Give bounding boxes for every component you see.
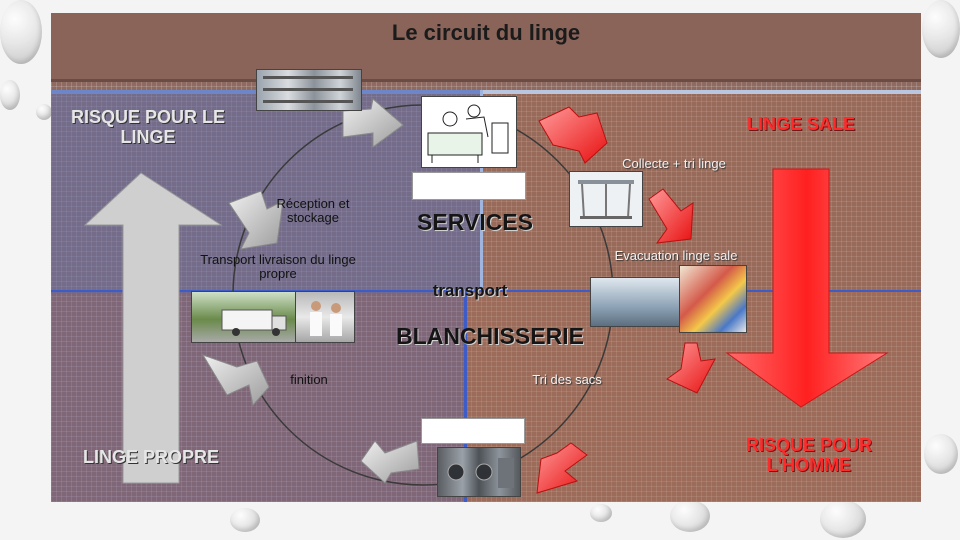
laundry-circuit-slide: Le circuit du linge — [51, 13, 921, 502]
dirty-linen-evacuation-photo-1 — [590, 277, 684, 327]
step-clean-delivery: Transport livraison du linge propre — [200, 252, 356, 281]
water-drop-decoration — [922, 0, 960, 58]
transport-label: transport — [432, 281, 508, 300]
step-collect-sort: Collecte + tri linge — [622, 156, 726, 171]
label-box-laundry — [421, 418, 525, 444]
red-arrow-sorting-to-laundry — [536, 442, 588, 494]
slide-title: Le circuit du linge — [391, 20, 581, 45]
label-box-services — [412, 172, 526, 200]
dirty-linen-label: LINGE SALE — [746, 114, 855, 134]
services-label: SERVICES — [417, 209, 533, 235]
big-grey-up-arrow — [83, 172, 223, 484]
grey-arrow-delivery-to-reception — [228, 190, 284, 250]
step-finishing: finition — [290, 372, 328, 387]
hospital-patient-illustration — [421, 96, 517, 168]
step-reception-storage: Réception et stockage — [276, 196, 350, 225]
quadrant-divider — [464, 290, 467, 502]
laundry-label: BLANCHISSERIE — [396, 323, 584, 349]
red-arrow-services-to-collect — [538, 106, 608, 164]
red-arrow-evacuation-to-sorting — [666, 342, 716, 394]
water-drop-decoration — [0, 0, 42, 64]
grey-arrow-reception-to-services — [342, 98, 404, 148]
washing-machines-photo — [437, 447, 521, 497]
grey-arrow-finishing-to-delivery — [201, 354, 270, 407]
big-red-down-arrow — [725, 168, 889, 408]
step-bag-sorting: Tri des sacs — [532, 372, 602, 387]
cycle-graphics — [83, 98, 889, 494]
dirty-linen-evacuation-photo-2 — [679, 265, 747, 333]
water-drop-decoration — [670, 500, 710, 532]
water-drop-decoration — [924, 434, 958, 474]
water-drop-decoration — [230, 508, 260, 532]
step-dirty-evacuation: Evacuation linge sale — [614, 248, 738, 263]
linen-trolley-photo — [569, 171, 643, 227]
water-drop-decoration — [36, 104, 52, 120]
risk-for-linen-label: RISQUE POUR LE LINGE — [70, 107, 226, 147]
title-band: Le circuit du linge — [51, 13, 921, 82]
risk-for-human-label: RISQUE POUR L'HOMME — [745, 435, 873, 475]
water-drop-decoration — [820, 500, 866, 538]
clean-linen-label: LINGE PROPRE — [82, 447, 220, 467]
storage-shelves-photo — [256, 69, 362, 111]
red-arrow-collect-to-evacuation — [648, 188, 694, 244]
water-drop-decoration — [590, 504, 612, 522]
grey-arrow-laundry-to-finishing — [360, 440, 420, 484]
water-drop-decoration — [0, 80, 20, 110]
delivery-truck-photo — [191, 291, 297, 343]
laundry-staff-photo — [295, 291, 355, 343]
